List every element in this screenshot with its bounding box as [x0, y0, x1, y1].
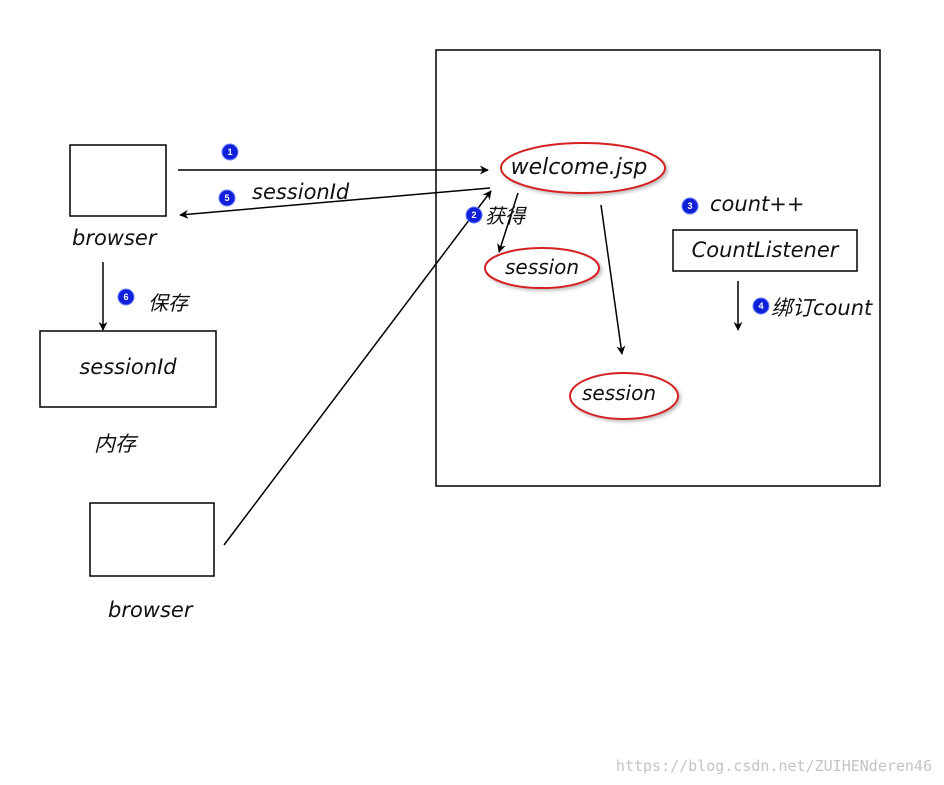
step-3-badge-icon	[681, 197, 699, 215]
step-4-number: 4	[758, 301, 763, 311]
step-5-badge-icon	[218, 189, 236, 207]
session-ellipse-1	[484, 247, 600, 289]
step-2-label: 获得	[485, 204, 527, 228]
step-5-label: sessionId	[252, 180, 350, 204]
browser-bottom-label: browser	[108, 598, 194, 622]
memory-box-text: sessionId	[79, 355, 177, 379]
browser-top-label: browser	[72, 226, 158, 250]
watermark: https://blog.csdn.net/ZUIHENderen46	[616, 757, 932, 775]
step-3-number: 3	[687, 201, 692, 211]
arrow-second-browser	[223, 190, 492, 546]
welcome-ellipse	[500, 142, 666, 194]
step-5: 5 sessionId	[218, 180, 350, 207]
step-5-number: 5	[224, 193, 229, 203]
step-1: 1	[221, 143, 239, 161]
step-2-number: 2	[471, 210, 476, 220]
step-6-badge-icon	[117, 288, 135, 306]
step-4-label: 绑订count	[771, 296, 873, 320]
step-4-badge-icon	[752, 297, 770, 315]
step-4: 4 绑订count	[752, 296, 873, 320]
arrow-new-session	[600, 204, 626, 355]
count-listener-label: CountListener	[692, 238, 840, 262]
session-label-2: session	[582, 381, 656, 405]
step-6-number: 6	[123, 292, 128, 302]
memory-label: 内存	[94, 432, 139, 456]
step-2-badge-icon	[465, 206, 483, 224]
memory-box	[39, 330, 217, 408]
welcome-label: welcome.jsp	[511, 155, 648, 180]
server-container	[435, 49, 881, 487]
browser-bottom-box	[89, 502, 215, 577]
browser-top-box	[69, 144, 167, 217]
arrow-response-sessionid	[179, 187, 491, 219]
step-2: 2 获得	[465, 204, 527, 228]
session-label-1: session	[505, 255, 579, 279]
step-1-number: 1	[227, 147, 232, 157]
arrow-get-session	[497, 192, 519, 253]
step-6-label: 保存	[148, 291, 191, 315]
step-6: 6 保存	[117, 288, 191, 315]
session-ellipse-2	[569, 372, 679, 420]
step-1-badge-icon	[221, 143, 239, 161]
count-listener-box	[672, 229, 858, 272]
step-3: 3 count++	[681, 192, 804, 216]
step-3-label: count++	[710, 192, 804, 216]
